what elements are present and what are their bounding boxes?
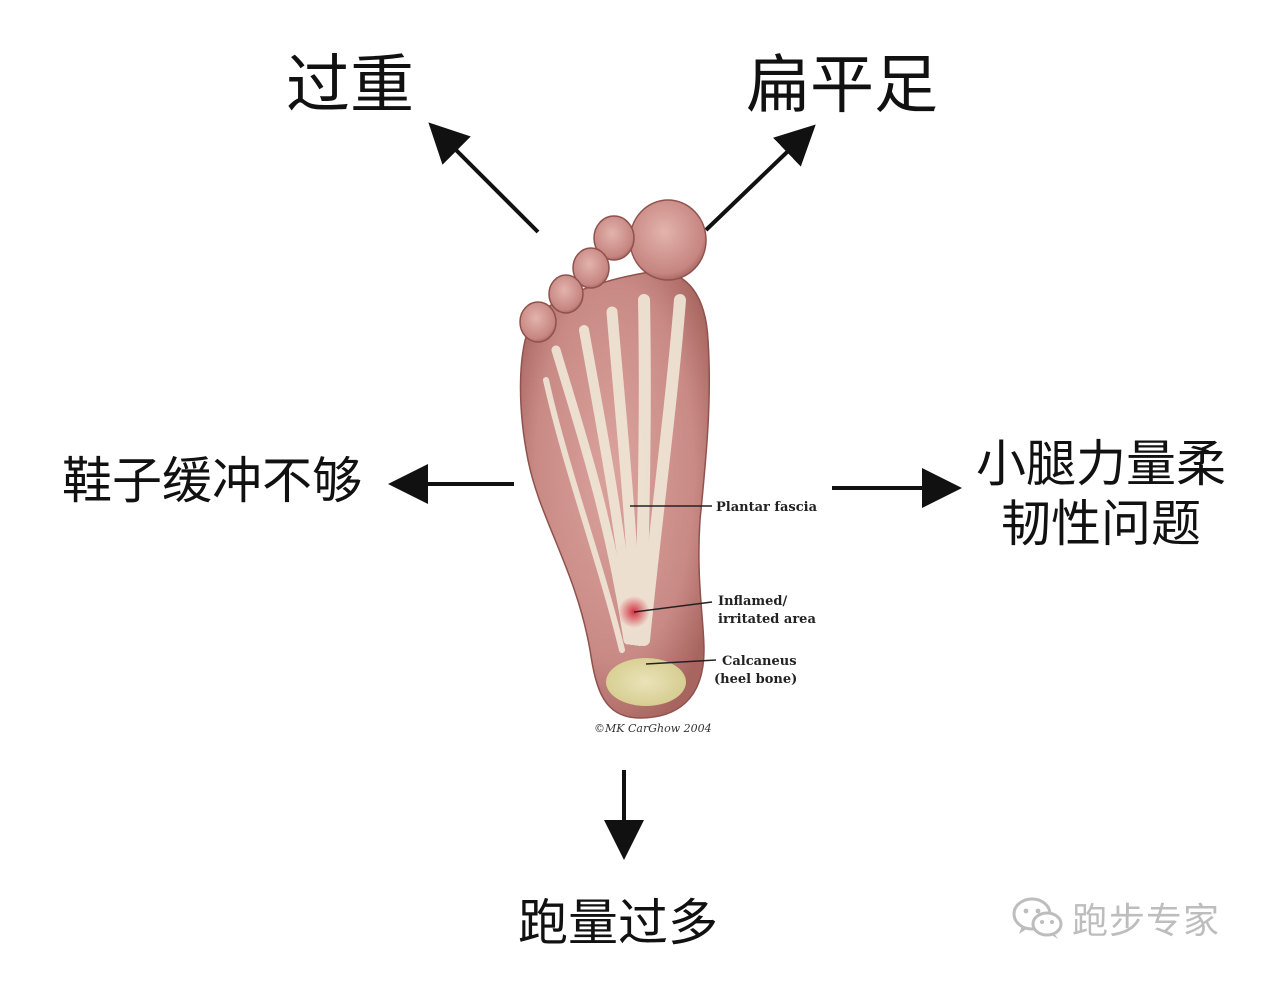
arrow-to-flat-feet	[704, 124, 816, 232]
callout-calcaneus-line2: (heel bone)	[714, 672, 797, 687]
callout-calcaneus-line1: Calcaneus	[722, 654, 797, 669]
callout-inflamed-line1: Inflamed/	[718, 594, 788, 609]
second-toe	[593, 215, 635, 261]
cause-calf-line1: 小腿力量柔	[976, 435, 1226, 493]
fourth-toe	[548, 274, 584, 314]
third-toe	[572, 247, 610, 289]
foot-illustration	[519, 199, 711, 719]
callout-line-calcaneus	[645, 659, 717, 665]
heel-bone	[606, 658, 686, 706]
watermark: 跑步专家	[1012, 892, 1220, 944]
arrow-to-overweight	[428, 122, 540, 234]
illustration-copyright: ©MK CarGhow 2004	[594, 722, 712, 735]
cause-insufficient-shoe-cushioning: 鞋子缓冲不够	[62, 452, 362, 510]
plantar-fascia-bands	[543, 294, 686, 653]
callout-line-inflamed	[633, 601, 713, 613]
watermark-text: 跑步专家	[1072, 901, 1221, 942]
cause-calf-strength-flexibility: 小腿力量柔 韧性问题	[976, 434, 1226, 554]
callout-inflamed-line2: irritated area	[718, 612, 816, 627]
cause-calf-line2: 韧性问题	[1001, 495, 1201, 553]
wechat-icon	[1012, 897, 1063, 939]
little-toe	[519, 301, 557, 343]
cause-excessive-mileage: 跑量过多	[518, 894, 718, 952]
cause-flat-feet: 扁平足	[746, 49, 938, 123]
cause-overweight: 过重	[286, 49, 414, 123]
callout-plantar-fascia: Plantar fascia	[716, 500, 818, 515]
big-toe	[629, 199, 707, 281]
